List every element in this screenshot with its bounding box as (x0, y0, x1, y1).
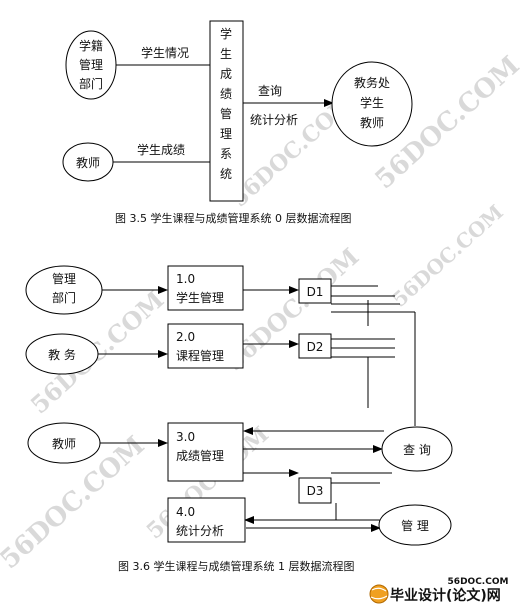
datastore-d2: D2 (298, 333, 332, 359)
process-number: 1.0 (176, 272, 195, 286)
system-char: 生 (220, 47, 232, 61)
level0-diagram (112, 64, 334, 163)
flow-label-stats: 统计分析 (250, 113, 298, 127)
process-3-grade-mgmt: 3.0 成绩管理 (167, 422, 244, 482)
entity-label: 查 询 (403, 443, 431, 457)
system-char: 学 (220, 26, 232, 41)
entity-label: 管 理 (401, 518, 429, 533)
entity-label-line: 管理 (52, 271, 76, 286)
brand-logo: 56DOC.COM 毕业设计(论文)网 (369, 577, 509, 604)
brand-tagline: 毕业设计(论文)网 (390, 587, 501, 604)
process-name: 成绩管理 (176, 448, 224, 463)
entity-teacher-top: 教师 (62, 142, 114, 182)
entity-student-records-dept: 学籍 管理 部门 (65, 30, 117, 100)
flow-label-query: 查询 (258, 84, 282, 98)
process-number: 3.0 (176, 430, 195, 444)
system-char: 成 (220, 67, 232, 81)
entity-query: 查 询 (381, 426, 453, 472)
entity-label: 教师 (52, 436, 76, 451)
datastore-label: D1 (307, 285, 324, 299)
process-number: 2.0 (176, 330, 195, 344)
datastore-d3: D3 (298, 477, 332, 504)
system-char: 系 (220, 147, 232, 161)
entity-academic-affairs: 教 务 (25, 333, 99, 375)
datastore-label: D2 (307, 340, 324, 354)
process-name: 学生管理 (176, 290, 224, 305)
figure-caption-3-6: 图 3.6 学生课程与成绩管理系统 1 层数据流程图 (118, 559, 354, 573)
process-grade-system: 学 生 成 绩 管 理 系 统 (209, 20, 244, 202)
process-1-student-mgmt: 1.0 学生管理 (167, 265, 244, 311)
flow-label-student-grades: 学生成绩 (137, 142, 185, 157)
watermark-group: 56DOC.COM 56DOC.COM 56DOC.COM 56DOC.COM … (0, 51, 523, 576)
entity-label-line: 部门 (79, 76, 103, 91)
process-name: 课程管理 (176, 348, 224, 363)
entity-management-dept: 管理 部门 (25, 265, 103, 315)
entity-label: 教师 (76, 155, 100, 170)
entity-academic-office: 教务处 学生 教师 (331, 61, 413, 147)
process-name: 统计分析 (176, 524, 224, 538)
brand-site: 56DOC.COM (448, 577, 509, 587)
flow-label-student-info: 学生情况 (141, 45, 189, 60)
system-char: 绩 (220, 87, 232, 101)
entity-label-line: 教务处 (354, 75, 390, 90)
entity-label-line: 管理 (79, 57, 103, 72)
entity-teacher-bottom: 教师 (27, 422, 101, 464)
system-char: 管 (220, 106, 232, 121)
level1-connectors (98, 285, 416, 532)
process-number: 4.0 (176, 505, 195, 519)
entity-label: 教 务 (48, 347, 76, 362)
system-char: 统 (220, 167, 232, 181)
entity-label-line: 教师 (360, 115, 384, 130)
entity-label-line: 部门 (52, 290, 76, 305)
entity-label-line: 学籍 (79, 38, 103, 53)
datastore-label: D3 (307, 484, 324, 498)
system-char: 理 (220, 127, 232, 141)
datastore-d1: D1 (298, 278, 332, 304)
entity-label-line: 学生 (360, 95, 384, 110)
watermark: 56DOC.COM (387, 200, 508, 312)
figure-caption-3-5: 图 3.5 学生课程与成绩管理系统 0 层数据流程图 (115, 211, 351, 225)
process-2-course-mgmt: 2.0 课程管理 (167, 323, 244, 369)
process-4-stats-analysis: 4.0 统计分析 (167, 497, 246, 543)
entity-manage: 管 理 (378, 504, 452, 546)
